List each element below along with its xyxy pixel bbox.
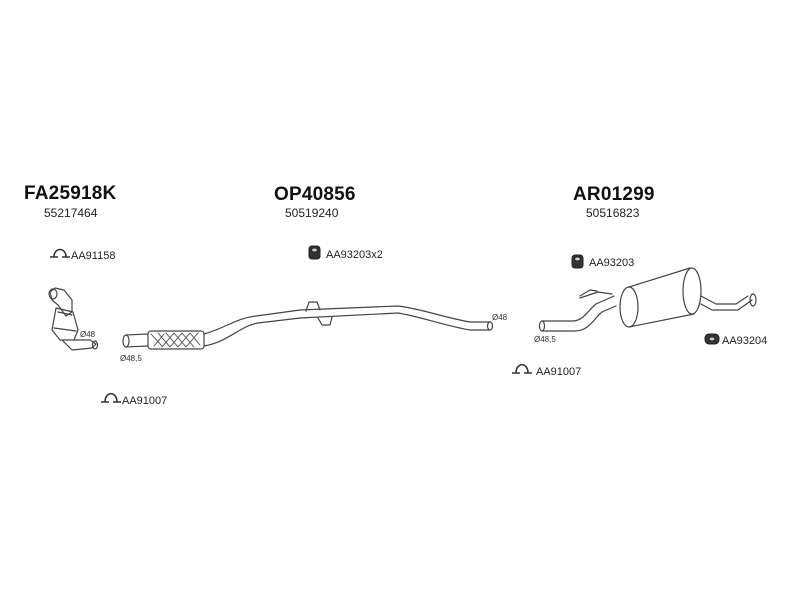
section-code: OP40856 — [274, 184, 356, 205]
part-number: AA93203 — [589, 257, 635, 269]
diameter-label: Ø48,5 — [120, 354, 142, 363]
part-number: AA93203x2 — [326, 249, 383, 261]
oem-number: 50519240 — [285, 206, 339, 220]
clamp-icon — [50, 248, 70, 258]
part-number: AA93204 — [722, 335, 768, 347]
rear-silencer — [538, 267, 757, 332]
rubber-mount-icon — [571, 254, 584, 269]
rubber-mount-icon — [704, 333, 720, 345]
rubber-mount-icon — [308, 245, 321, 260]
middle-pipe — [122, 301, 494, 350]
oem-number: 55217464 — [44, 206, 98, 220]
diameter-label: Ø48 — [80, 330, 96, 339]
oem-number: 50516823 — [586, 206, 640, 220]
part-number: AA91007 — [536, 366, 582, 378]
diameter-label: Ø48,5 — [534, 335, 556, 344]
part-number: AA91007 — [122, 395, 168, 407]
clamp-icon — [101, 392, 121, 403]
clamp-icon — [512, 363, 532, 374]
section-code: AR01299 — [573, 184, 655, 205]
part-number: AA91158 — [71, 250, 116, 262]
diameter-label: Ø48 — [492, 313, 508, 322]
catalytic-converter — [48, 287, 99, 351]
section-code: FA25918K — [24, 183, 117, 204]
